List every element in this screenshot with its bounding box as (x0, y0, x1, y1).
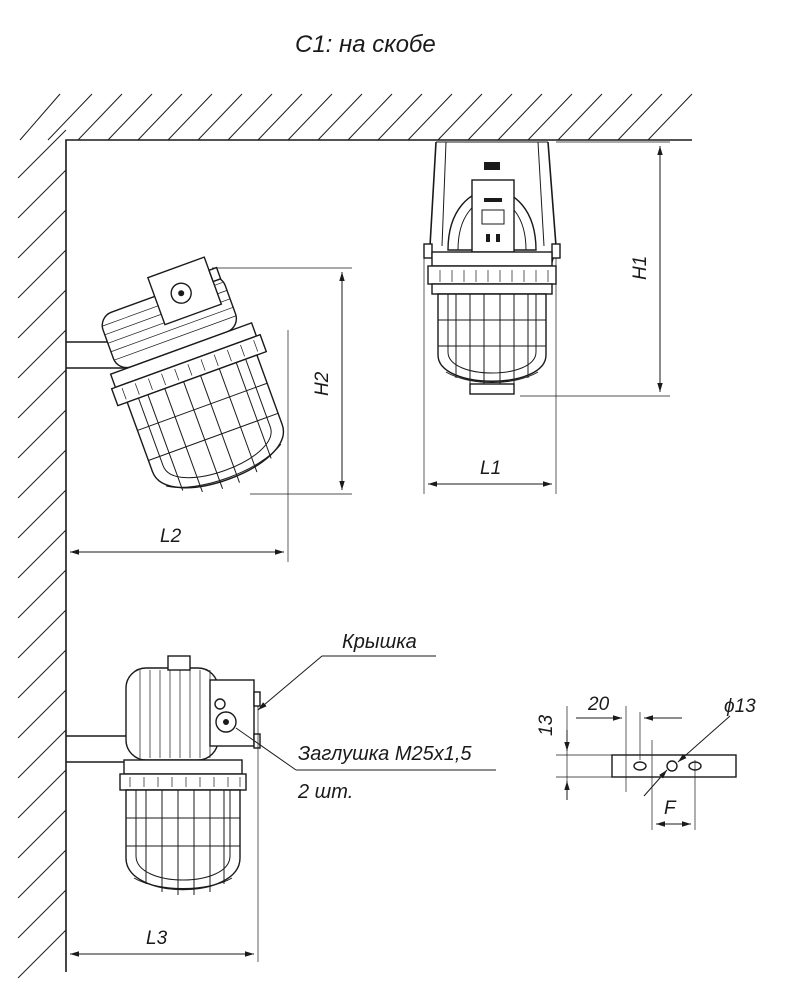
wall-ceiling (17, 93, 693, 979)
dimension-lines (70, 141, 731, 962)
luminaire-wall (66, 655, 261, 895)
callout-plug-qty-label: 2 шт. (297, 781, 353, 803)
dim-20-label: 20 (587, 694, 610, 715)
callout-cover-label: Крышка (342, 631, 417, 653)
dim-l3-label: L3 (146, 928, 168, 949)
dim-l1-label: L1 (480, 458, 501, 479)
bracket-detail (556, 706, 737, 830)
drawing-title: С1: на скобе (295, 31, 436, 58)
dim-h2-label: H2 (312, 371, 333, 396)
dim-l2-label: L2 (160, 526, 182, 547)
wall-hatching (17, 129, 67, 979)
callout-plug-label: Заглушка М25х1,5 (298, 743, 472, 765)
dim-13-label: 13 (536, 714, 557, 736)
luminaire-ceiling (423, 141, 561, 395)
luminaire-tilted (66, 256, 285, 493)
dim-hole-label: ϕ13 (724, 696, 756, 717)
ceiling-hatching (19, 93, 693, 141)
callout-leaders (235, 655, 496, 771)
dim-f-label: F (664, 798, 677, 819)
dim-h1-label: H1 (630, 256, 651, 280)
